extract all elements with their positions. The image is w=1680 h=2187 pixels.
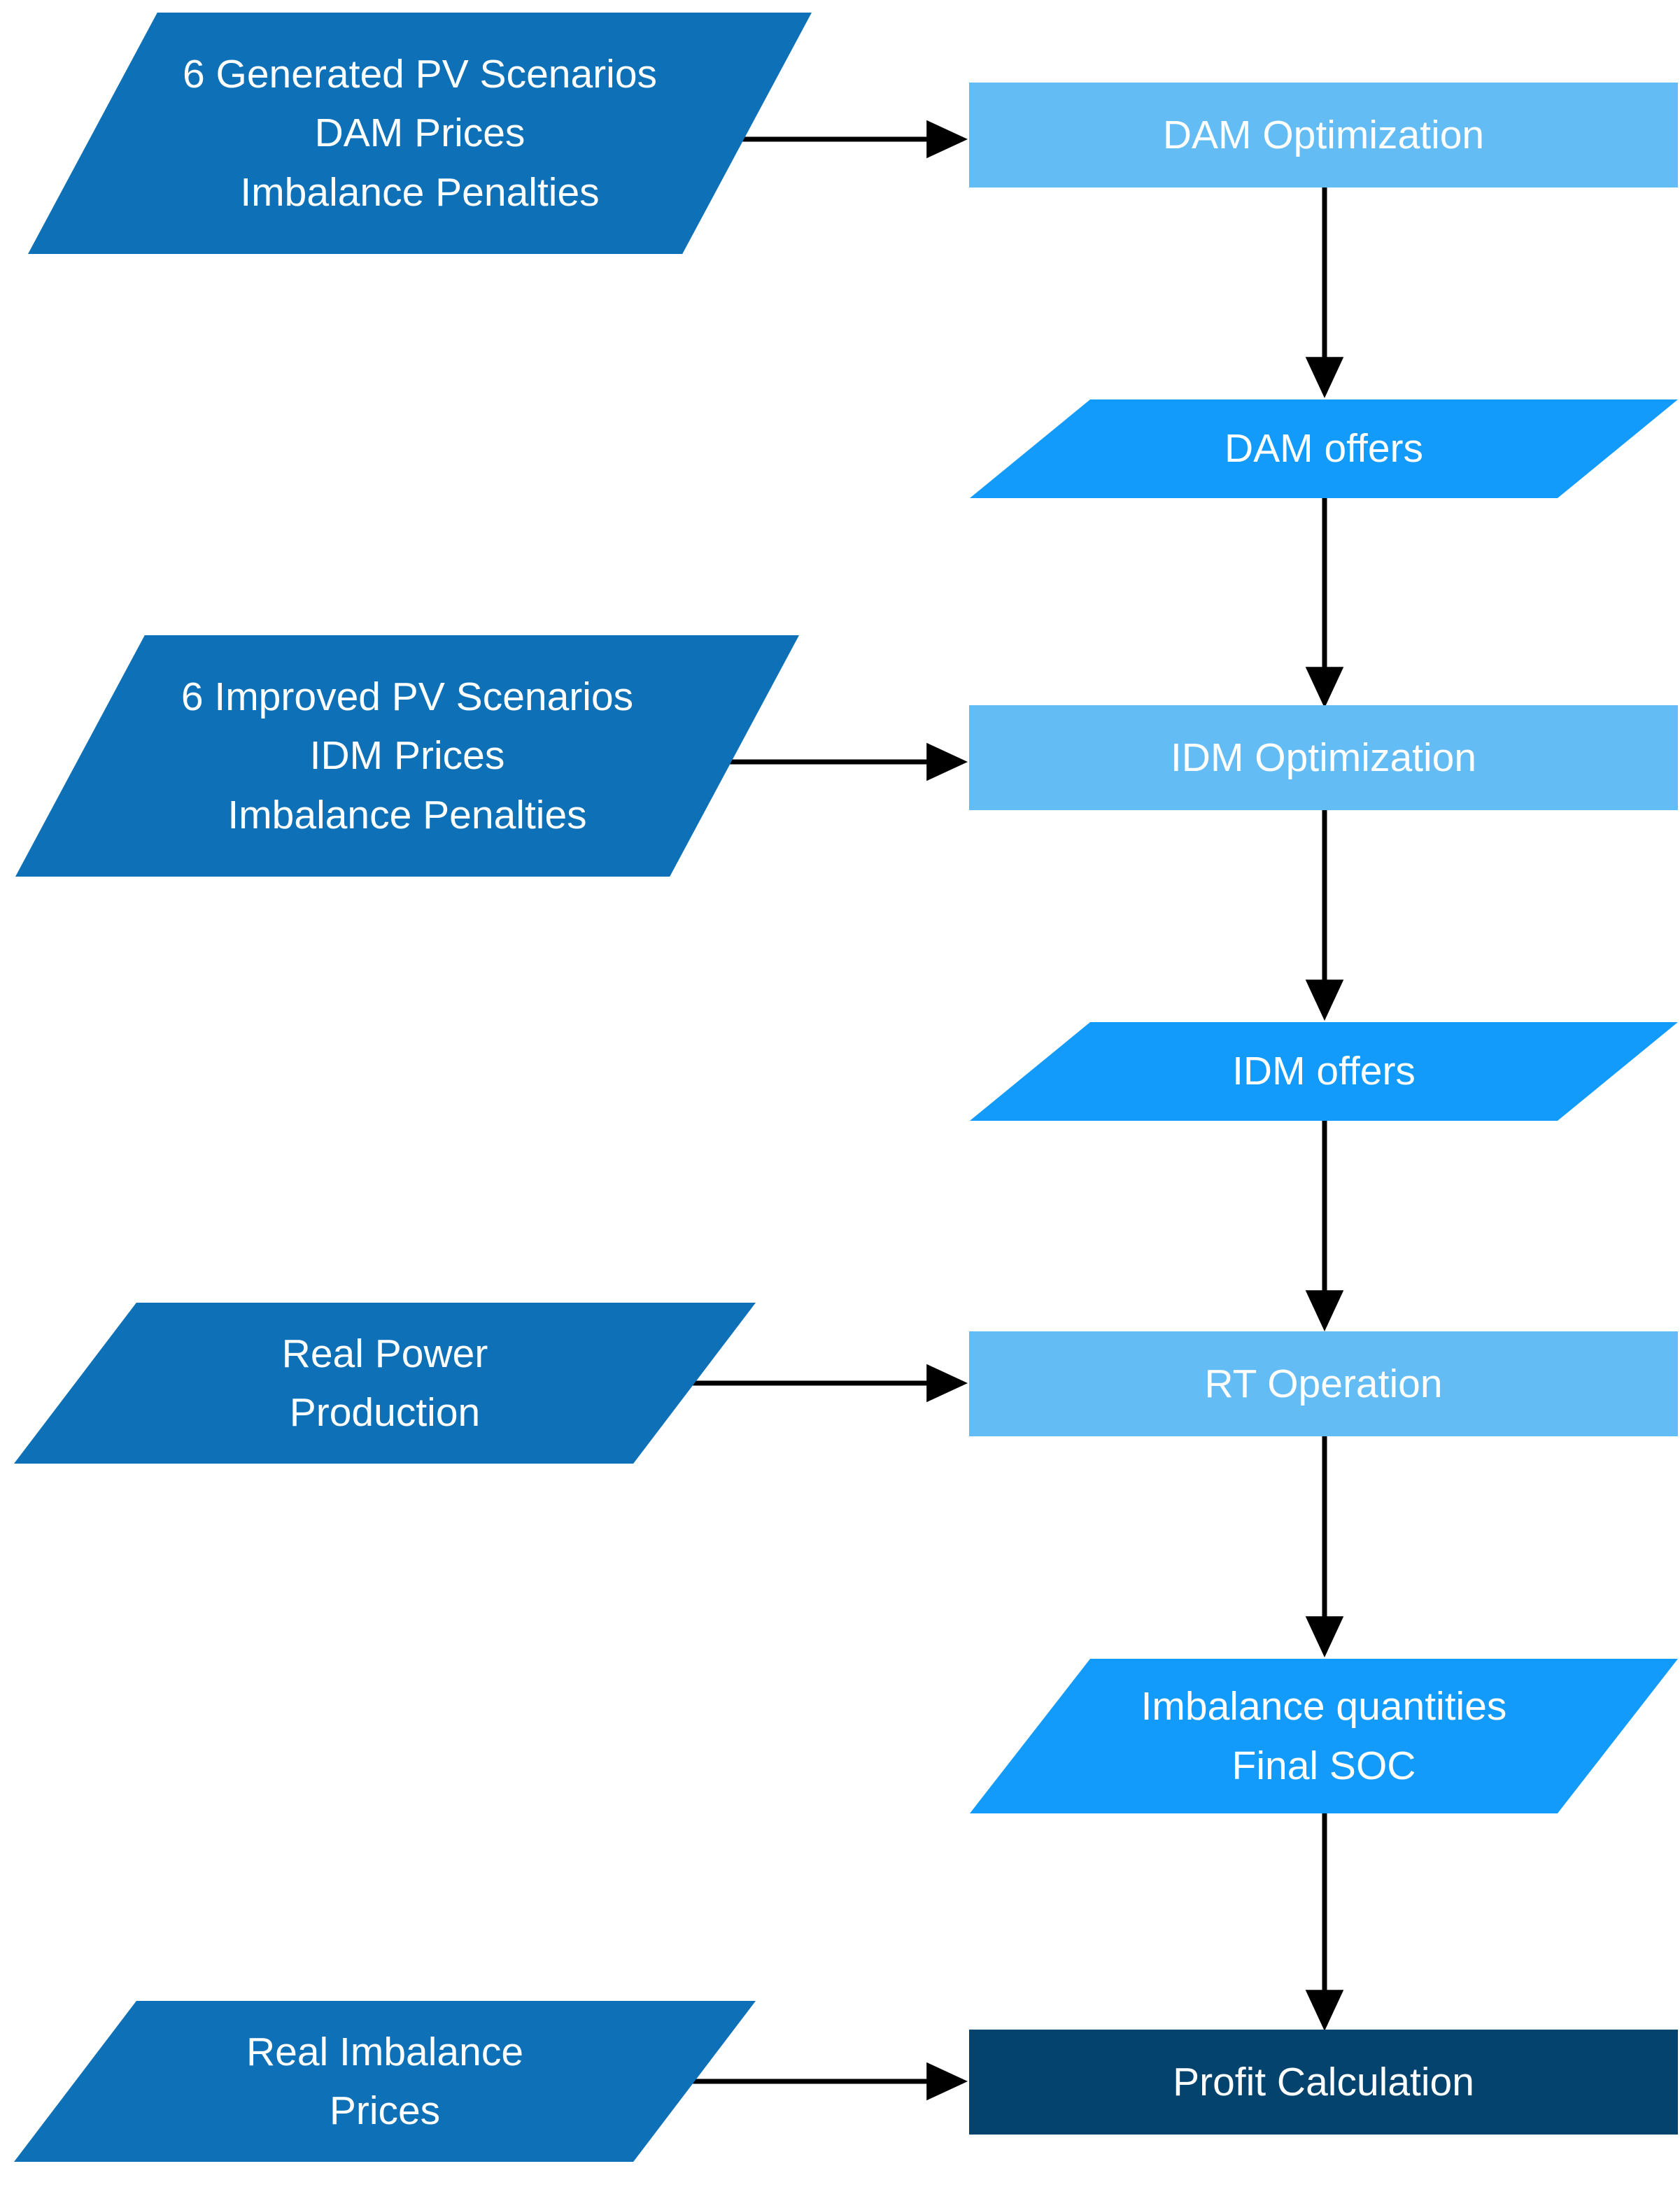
node-label-dam-offers: DAM offers — [1224, 426, 1424, 472]
node-idm-optimization[interactable]: IDM Optimization — [969, 705, 1678, 810]
node-label-line3: Imbalance Penalties — [240, 169, 600, 215]
node-label-idm-optimization: IDM Optimization — [1170, 735, 1477, 780]
node-label-line2: DAM Prices — [314, 111, 525, 156]
node-label-line1: Real Power — [281, 1331, 488, 1376]
node-label-line2: IDM Prices — [309, 733, 505, 779]
node-improved-pv-scenarios[interactable]: 6 Improved PV Scenarios IDM Prices Imbal… — [15, 635, 799, 877]
node-dam-optimization[interactable]: DAM Optimization — [969, 83, 1678, 187]
node-label-line2: Prices — [329, 2088, 441, 2133]
node-imbalance-quantities[interactable]: Imbalance quantities Final SOC — [970, 1659, 1678, 1813]
node-profit-calculation[interactable]: Profit Calculation — [969, 2030, 1678, 2135]
node-label-profit-calculation: Profit Calculation — [1173, 2059, 1474, 2104]
node-label-line1: 6 Improved PV Scenarios — [181, 674, 634, 719]
node-real-power-production[interactable]: Real Power Production — [14, 1303, 756, 1464]
node-label-idm-offers: IDM offers — [1232, 1049, 1416, 1094]
node-idm-offers[interactable]: IDM offers — [970, 1022, 1678, 1121]
node-label-dam-optimization: DAM Optimization — [1162, 112, 1485, 157]
node-rt-operation[interactable]: RT Operation — [969, 1331, 1678, 1436]
node-label-rt-operation: RT Operation — [1204, 1361, 1443, 1406]
node-label-line2: Final SOC — [1231, 1743, 1416, 1788]
node-dam-offers[interactable]: DAM offers — [970, 399, 1678, 498]
node-label-line2: Production — [289, 1390, 481, 1435]
node-label-line3: Imbalance Penalties — [227, 792, 587, 837]
node-generated-pv-scenarios[interactable]: 6 Generated PV Scenarios DAM Prices Imba… — [28, 13, 812, 254]
node-label-line1: Imbalance quantities — [1141, 1684, 1507, 1729]
node-label-line1: Real Imbalance — [246, 2029, 524, 2074]
node-real-imbalance-prices[interactable]: Real Imbalance Prices — [14, 2001, 756, 2162]
node-label-line1: 6 Generated PV Scenarios — [182, 51, 658, 97]
